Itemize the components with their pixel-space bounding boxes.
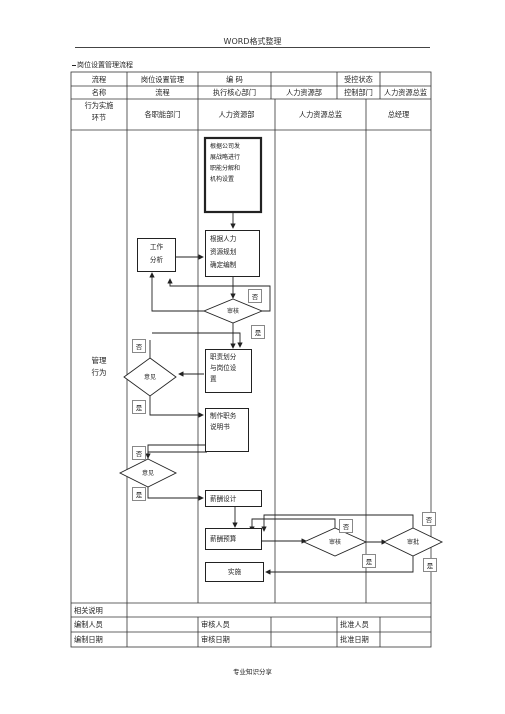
review-date-label: 审核日期: [201, 635, 230, 644]
approve-label: 审批: [406, 539, 419, 546]
start-box-line: 展战略进行: [210, 154, 241, 161]
approve-yes: 是: [423, 558, 437, 572]
jd-line: 说明书: [210, 423, 230, 431]
duty-line: 与岗位设: [210, 364, 237, 372]
opinion1-yes: 是: [132, 400, 146, 414]
lane-functional-depts: 各职能部门: [144, 110, 181, 119]
hr-plan-line: 确定编制: [210, 261, 237, 269]
hr-plan-line: 资源规划: [210, 248, 237, 256]
doc-title: 岗位设置管理流程: [72, 60, 133, 70]
lane-hr-director: 人力资源总监: [298, 110, 343, 119]
start-box: 根据公司发 展战略进行 职能分解和 机构设置: [210, 141, 260, 185]
review2-yes: 是: [362, 554, 376, 568]
approver-label: 批准人员: [340, 620, 369, 629]
header-process-label-2: 名称: [91, 88, 107, 97]
work-analysis-line: 分析: [149, 256, 164, 264]
date-label: 编制日期: [74, 635, 103, 644]
approve-no: 否: [422, 512, 436, 526]
duty-line: 置: [210, 375, 217, 383]
header-control-dept-label: 控制部门: [344, 88, 373, 97]
start-box-line: 根据公司发: [210, 143, 241, 150]
page-footer: 专业知识分享: [233, 668, 272, 676]
header-control-status-label: 受控状态: [344, 75, 373, 84]
implement-box: 实施: [205, 562, 264, 582]
salary-design-box: 薪酬设计: [205, 490, 262, 507]
opinion1-no: 否: [132, 339, 146, 353]
author-label: 编制人员: [74, 620, 103, 629]
dash-mark: [72, 64, 76, 66]
side-label-line2: 行为: [91, 368, 107, 377]
hr-plan-box: 根据人力 资源规划 确定编制: [205, 230, 260, 277]
duty-line: 职责划分: [210, 353, 237, 361]
duty-box: 职责划分 与岗位设 置: [205, 349, 252, 393]
jd-box: 制作职务 说明书: [205, 408, 249, 452]
review2-label: 审核: [328, 539, 341, 546]
header-rule: [75, 47, 430, 48]
opinion2-yes: 是: [132, 487, 146, 501]
review2-no: 否: [339, 519, 353, 533]
header-code-label: 编 码: [226, 75, 243, 84]
opinion2-no: 否: [132, 446, 146, 460]
review1-yes: 是: [251, 325, 265, 339]
review1-label: 审核: [226, 308, 239, 315]
opinion2-label: 意见: [141, 470, 154, 477]
reviewer-label: 审核人员: [201, 620, 230, 629]
header-process-name-2: 流程: [155, 88, 170, 97]
doc-title-text: 岗位设置管理流程: [77, 61, 133, 69]
start-box-line: 机构设置: [210, 176, 235, 183]
approve-date-label: 批准日期: [340, 635, 369, 644]
header-control-dept-value: 人力资源总监: [383, 88, 428, 97]
header-process-label-1: 流程: [91, 75, 107, 84]
jd-line: 制作职务: [210, 412, 237, 420]
salary-budget-box: 薪酬预算: [205, 528, 262, 550]
notes-label: 相关说明: [74, 606, 103, 615]
lane-hr-dept: 人力资源部: [218, 110, 255, 119]
hr-plan-line: 根据人力: [210, 235, 237, 243]
header-exec-dept-value: 人力资源部: [286, 88, 322, 97]
start-box-line: 职能分解和: [210, 165, 241, 172]
work-analysis-box: 工作 分析: [137, 238, 176, 272]
opinion1-label: 意见: [143, 374, 156, 381]
lane-head-line1: 行为实施: [84, 101, 114, 110]
header-exec-dept-label: 执行核心部门: [212, 88, 257, 97]
lane-head-line2: 环节: [91, 113, 107, 122]
page-header: WORD格式整理: [223, 37, 282, 46]
header-process-name-1: 岗位设置管理: [140, 75, 185, 84]
side-label-line1: 管理: [91, 356, 107, 365]
review1-no: 否: [248, 289, 262, 303]
lane-general-manager: 总经理: [387, 110, 410, 119]
work-analysis-line: 工作: [149, 243, 164, 251]
